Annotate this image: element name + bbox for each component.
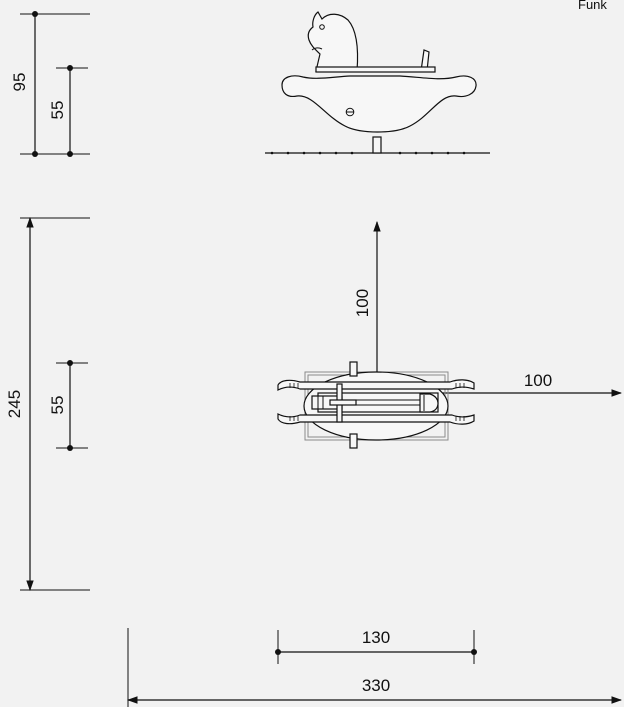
safety-zone-right-label: 100 xyxy=(524,371,552,390)
side-total-height-label: 95 xyxy=(10,73,29,92)
plan-total-length-label: 245 xyxy=(5,390,24,418)
bottom-item-length-dimension: 130 xyxy=(275,628,477,664)
bottom-total-length-dimension: 330 xyxy=(126,628,623,707)
side-height-dimension: 95 xyxy=(10,11,90,157)
plan-seat-width-dimension: 55 xyxy=(48,360,88,451)
plan-seat-width-label: 55 xyxy=(48,396,67,415)
rocking-horse-top-view-icon xyxy=(277,361,475,449)
side-seat-height-label: 55 xyxy=(48,101,67,120)
safety-zone-top-dimension: 100 xyxy=(353,220,381,390)
bottom-item-length-label: 130 xyxy=(362,628,390,647)
plan-total-length-dimension: 245 xyxy=(5,216,90,592)
corner-label: Funk xyxy=(578,0,607,12)
safety-zone-top-label: 100 xyxy=(353,289,372,317)
rocking-horse-side-view-icon xyxy=(265,11,490,155)
side-seat-height-dimension: 55 xyxy=(48,65,88,157)
bottom-total-length-label: 330 xyxy=(362,676,390,695)
